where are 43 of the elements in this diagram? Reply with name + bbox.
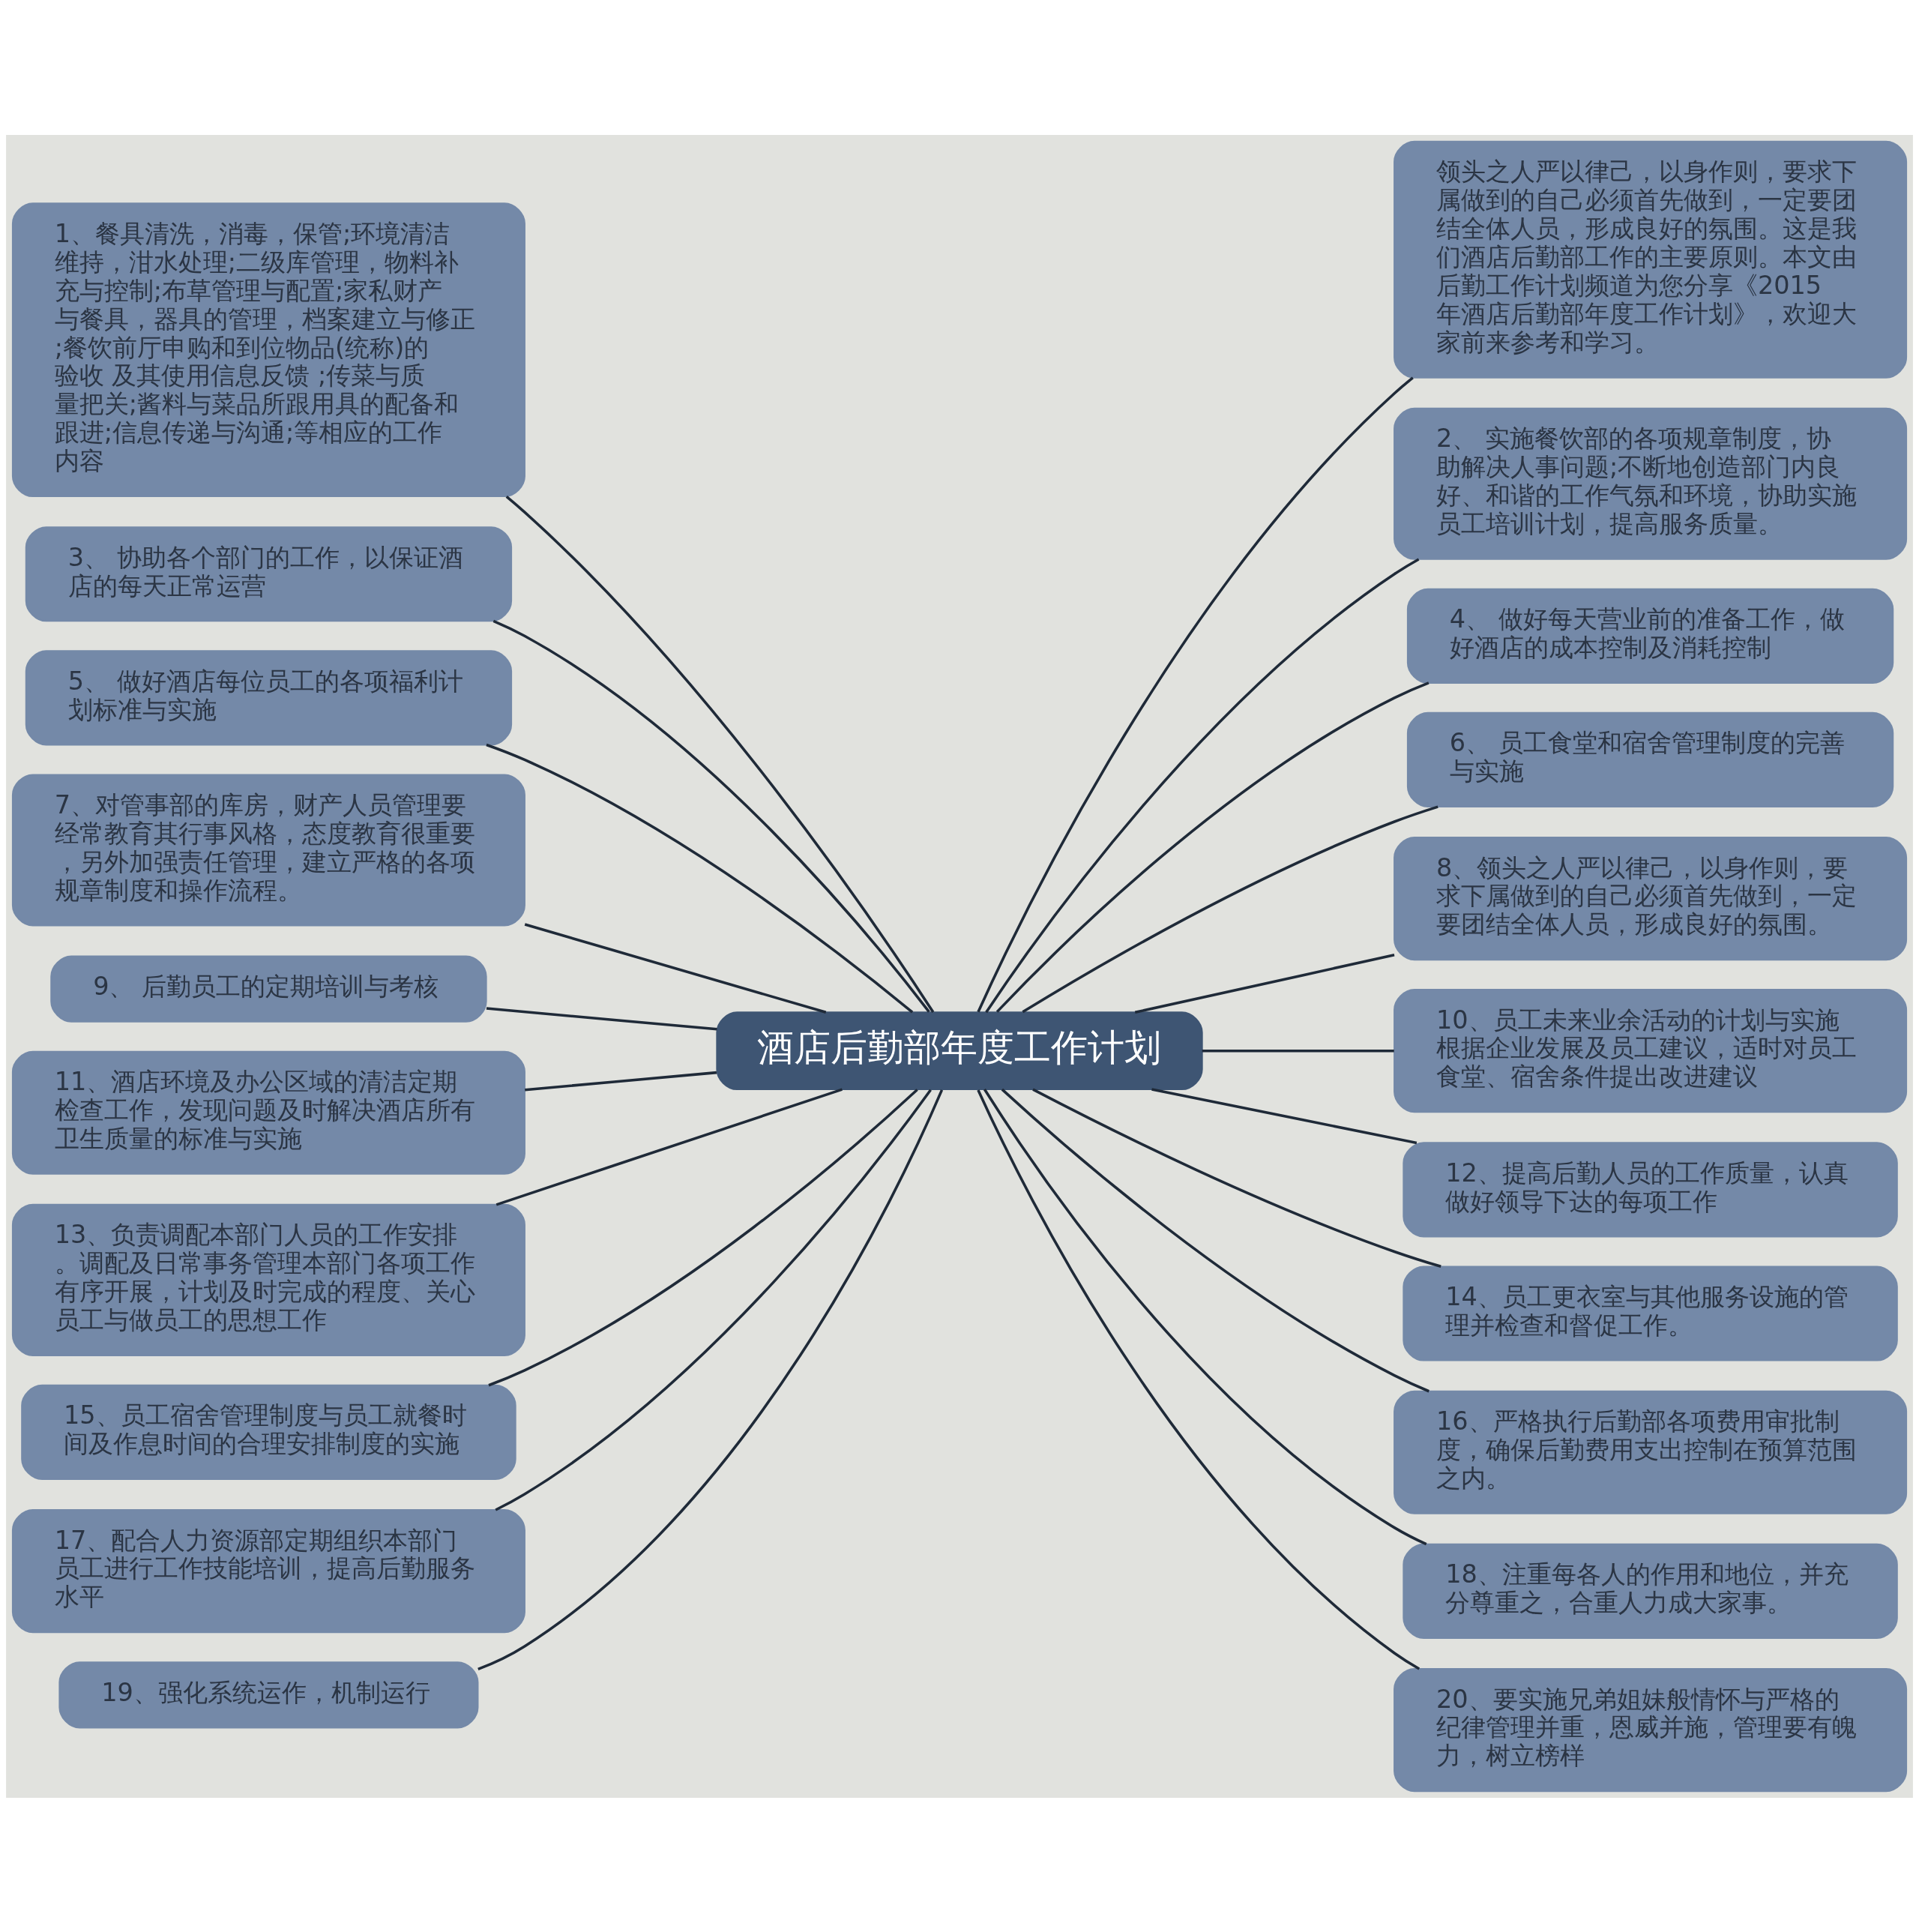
- connector: [985, 557, 1420, 1013]
- connector: [492, 619, 930, 1013]
- node-box: 酒店后勤部年度工作计划: [716, 1011, 1203, 1090]
- node-box: 领头之人严以律己，以身作则，要求下属做到的自己必须首先做到，一定要团结全体人员，形成良好的氛围。这是我们酒店后勤部工作的主要原则。本文由后勤工作计划频道为您分享《2015年酒店后勤部年度工作计划》，欢迎大家前来参考和学习。: [1394, 140, 1908, 379]
- node-box: 9、 后勤员工的定期培训与考核: [50, 955, 487, 1023]
- node-box: 18、注重每各人的作用和地位，并充分尊重之，合重人力成大家事。: [1403, 1543, 1898, 1639]
- connector: [495, 1089, 932, 1511]
- connector: [995, 681, 1430, 1013]
- node-box: 4、 做好每天营业前的准备工作，做好酒店的成本控制及消耗控制: [1406, 588, 1894, 684]
- connector: [1032, 1088, 1441, 1268]
- connector: [525, 1071, 717, 1091]
- node-box: 3、 协助各个部门的工作，以保证酒店的每天正常运营: [25, 526, 513, 622]
- node-box: 7、对管事部的库房，财产人员管理要经常教育其行事风格，态度教育很重要，另外加强责任管理，建立严格的各项规章制度和操作流程。: [11, 773, 525, 926]
- connector: [977, 376, 1414, 1012]
- connector: [983, 1088, 1427, 1545]
- connector: [1151, 1087, 1418, 1144]
- node-box: 19、强化系统运作，机制运行: [58, 1661, 479, 1728]
- connector: [1022, 804, 1439, 1013]
- connector: [486, 743, 914, 1014]
- connector: [495, 1087, 843, 1206]
- node-box: 17、配合人力资源部定期组织本部门员工进行工作技能培训，提高后勤服务水平: [11, 1508, 525, 1633]
- node-box: 15、员工宿舍管理制度与员工就餐时间及作息时间的合理安排制度的实施: [21, 1384, 516, 1480]
- connector: [488, 1088, 918, 1386]
- node-box: 1、餐具清洗，消毒，保管;环境清洁维持，泔水处理;二级库管理，物料补充与控制;布草管理与配置;家私财产与餐具，器具的管理，档案建立与修正;餐饮前厅申购和到位物品(统称)的验收 及其使用信息反馈 ;传菜与质量把关;酱料与菜品所跟用具的配备和跟进;信息传递与沟通;等相应的工作内容: [11, 202, 525, 497]
- node-box: 14、员工更衣室与其他服务设施的管理并检查和督促工作。: [1403, 1265, 1898, 1361]
- node-box: 12、提高后勤人员的工作质量，认真做好领导下达的每项工作: [1403, 1141, 1898, 1237]
- connector: [1202, 1049, 1394, 1052]
- node-box: 20、要实施兄弟姐妹般情怀与严格的纪律管理并重，恩威并施，管理要有魄力，树立榜样: [1394, 1667, 1908, 1792]
- node-box: 13、负责调配本部门人员的工作安排。调配及日常事务管理本部门各项工作有序开展，计划及时完成的程度、关心员工与做员工的思想工作: [11, 1203, 525, 1356]
- node-box: 6、 员工食堂和宿舍管理制度的完善与实施: [1406, 711, 1894, 807]
- node-box: 10、员工未来业余活动的计划与实施根据企业发展及员工建议，适时对员工食堂、宿舍条件提出改进建议: [1394, 988, 1908, 1113]
- node-box: 5、 做好酒店每位员工的各项福利计划标准与实施: [25, 649, 513, 745]
- node-box: 2、 实施餐饮部的各项规章制度，协助解决人事问题;不断地创造部门内良好、和谐的工作气氛和环境，协助实施员工培训计划，提高服务质量。: [1394, 407, 1908, 560]
- node-box: 11、酒店环境及办公区域的清洁定期检查工作，发现问题及时解决酒店所有卫生质量的标准与实施: [11, 1050, 525, 1175]
- connector: [524, 922, 827, 1014]
- node-box: 8、领头之人严以律己，以身作则，要求下属做到的自己必须首先做到，一定要团结全体人员，形成良好的氛围。: [1394, 836, 1908, 960]
- connector: [1001, 1088, 1430, 1392]
- connector: [478, 1089, 944, 1670]
- node-box: 16、严格执行后勤部各项费用审批制度，确保后勤费用支出控制在预算范围之内。: [1394, 1390, 1908, 1514]
- connector: [505, 495, 935, 1013]
- connector: [486, 1006, 717, 1031]
- connector: [1134, 953, 1395, 1014]
- connector: [977, 1089, 1421, 1670]
